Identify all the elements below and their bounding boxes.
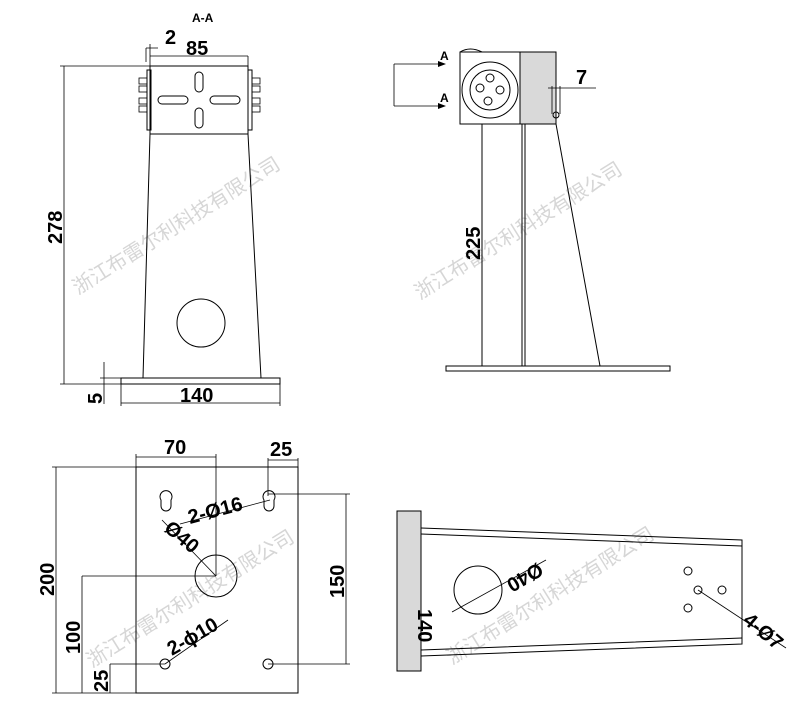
head-disc-inner: [469, 69, 511, 111]
dim-200: 200: [37, 563, 59, 596]
dim-lines-25-top: [267, 458, 299, 496]
small-holes: [683, 566, 727, 613]
section-arrow-label-upper: A: [440, 49, 449, 63]
head-holes: [475, 73, 505, 106]
watermark-4: 浙江布雷尔利科技有限公司: [442, 522, 658, 670]
top-bracket-plate: [149, 65, 249, 135]
dim-25-top: 25: [270, 439, 292, 461]
column-rib: [521, 124, 526, 366]
dim-140-bottom: 140: [413, 609, 435, 642]
dim-lines-base: [100, 362, 121, 404]
dim-lines-offset: [548, 86, 596, 114]
cross-slots: [157, 71, 241, 129]
dim-height: 278: [45, 211, 67, 244]
dim-25-bottom: 25: [91, 670, 113, 692]
leader-slots: [179, 499, 271, 525]
dim-base-thickness: 5: [85, 393, 107, 404]
watermark-1: 浙江布雷尔利科技有限公司: [68, 152, 284, 300]
column-hole: [176, 298, 226, 348]
dim-height-side: 225: [463, 227, 485, 260]
end-plate: [396, 510, 422, 672]
arm-inner-edges: [420, 533, 743, 651]
dim-lines-base-width: [120, 384, 281, 406]
dim-base-width: 140: [180, 385, 213, 407]
dim-top-width: 85: [186, 38, 208, 60]
base-plate-side: [445, 365, 671, 372]
head-block: [459, 51, 523, 125]
dim-gap: 2: [165, 27, 176, 49]
bracket-flange-right: [247, 69, 253, 131]
dim-150: 150: [327, 565, 349, 598]
leader-arm-hole: [451, 559, 547, 613]
dim-lines-height: [60, 65, 150, 385]
dim-100: 100: [63, 621, 85, 654]
side-view: A A 7 225: [393, 48, 671, 372]
side-bolts: [138, 77, 261, 113]
leader-small-holes: [697, 589, 787, 649]
leader-center-hole: [161, 519, 217, 577]
base-plate: [120, 377, 281, 385]
head-curve: [459, 48, 483, 53]
dim-offset: 7: [576, 67, 587, 89]
dim-70: 70: [164, 437, 186, 459]
section-label: A-A: [192, 11, 214, 25]
watermark-2: 浙江布雷尔利科技有限公司: [410, 157, 626, 305]
head-disc: [461, 61, 519, 119]
section-arrow-heads: [438, 61, 446, 109]
offset-hole: [552, 111, 560, 119]
dim-lines-25-bottom: [109, 663, 165, 693]
dim-lines-100: [81, 575, 216, 693]
leader-holes: [164, 619, 229, 665]
note-slots: 2-Ø16: [186, 493, 245, 529]
plate-view: 70 25 200 150 100 25 2-Ø16 Ø40 2-ϕ10: [37, 437, 350, 694]
column-body: [142, 133, 262, 379]
dim-lines-top: [145, 44, 249, 66]
front-view: A-A 2 85 278 5: [45, 11, 281, 407]
watermarks: 浙江布雷尔利科技有限公司 浙江布雷尔利科技有限公司 浙江布雷尔利科技有限公司 浙…: [68, 152, 658, 673]
arm-body: [420, 527, 743, 657]
section-arrow-lines: [393, 63, 438, 107]
dim-lines-200: [52, 466, 136, 694]
keyhole-slots: [159, 490, 276, 512]
note-small-holes: 4-Ø7: [739, 609, 787, 654]
dim-lines-70: [135, 454, 217, 576]
section-arrow-label-lower: A: [440, 91, 449, 105]
mounting-plate: [135, 466, 299, 694]
dim-lines-150: [268, 493, 350, 665]
column-body-side: [481, 123, 601, 367]
arm-hole: [453, 565, 503, 615]
